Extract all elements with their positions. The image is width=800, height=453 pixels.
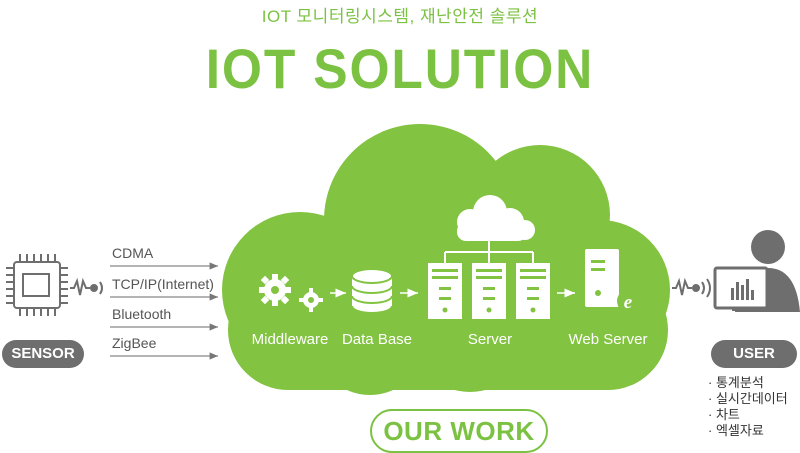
database-icon <box>351 268 393 314</box>
sensor-label: SENSOR <box>2 340 84 368</box>
protocol-arrows <box>110 262 218 360</box>
node-label-database: Data Base <box>341 331 413 348</box>
gears-icon <box>259 274 323 312</box>
web-server-icon: e <box>585 249 639 313</box>
user-feature-list: · 통계분석 · 실시간데이터 · 차트 · 엑셀자료 <box>708 375 788 439</box>
node-label-web-server: Web Server <box>568 331 648 348</box>
inner-cloud-java: Java <box>458 222 486 237</box>
internet-explorer-icon: e <box>624 292 633 313</box>
node-label-server: Server <box>467 331 513 348</box>
node-label-middleware: Middleware <box>251 331 329 348</box>
protocol-cdma: CDMA <box>112 245 154 261</box>
user-feature-item: · 통계분석 <box>708 375 764 390</box>
user-monitor-icon <box>713 230 800 312</box>
signal-wave-icon <box>70 277 103 296</box>
protocol-zigbee: ZigBee <box>112 335 157 351</box>
user-feature-item: · 엑셀자료 <box>708 423 764 438</box>
page-title: IOT SOLUTION <box>205 37 595 100</box>
sensor-chip-icon <box>6 254 68 316</box>
our-work-button[interactable]: OUR WORK <box>370 409 548 453</box>
inner-cloud-icon <box>457 195 535 241</box>
user-feature-item: · 차트 <box>708 407 740 422</box>
protocol-bluetooth: Bluetooth <box>112 306 172 322</box>
inner-cloud-net: Net <box>476 207 497 222</box>
server-network-icon <box>428 251 550 319</box>
page-subtitle: IOT 모니터링시스템, 재난안전 솔루션 <box>261 7 539 26</box>
user-feature-item: · 실시간데이터 <box>708 391 788 406</box>
user-signal-icon <box>672 277 711 298</box>
user-label: USER <box>711 340 797 368</box>
protocol-tcpip: TCP/IP(Internet) <box>112 276 214 292</box>
